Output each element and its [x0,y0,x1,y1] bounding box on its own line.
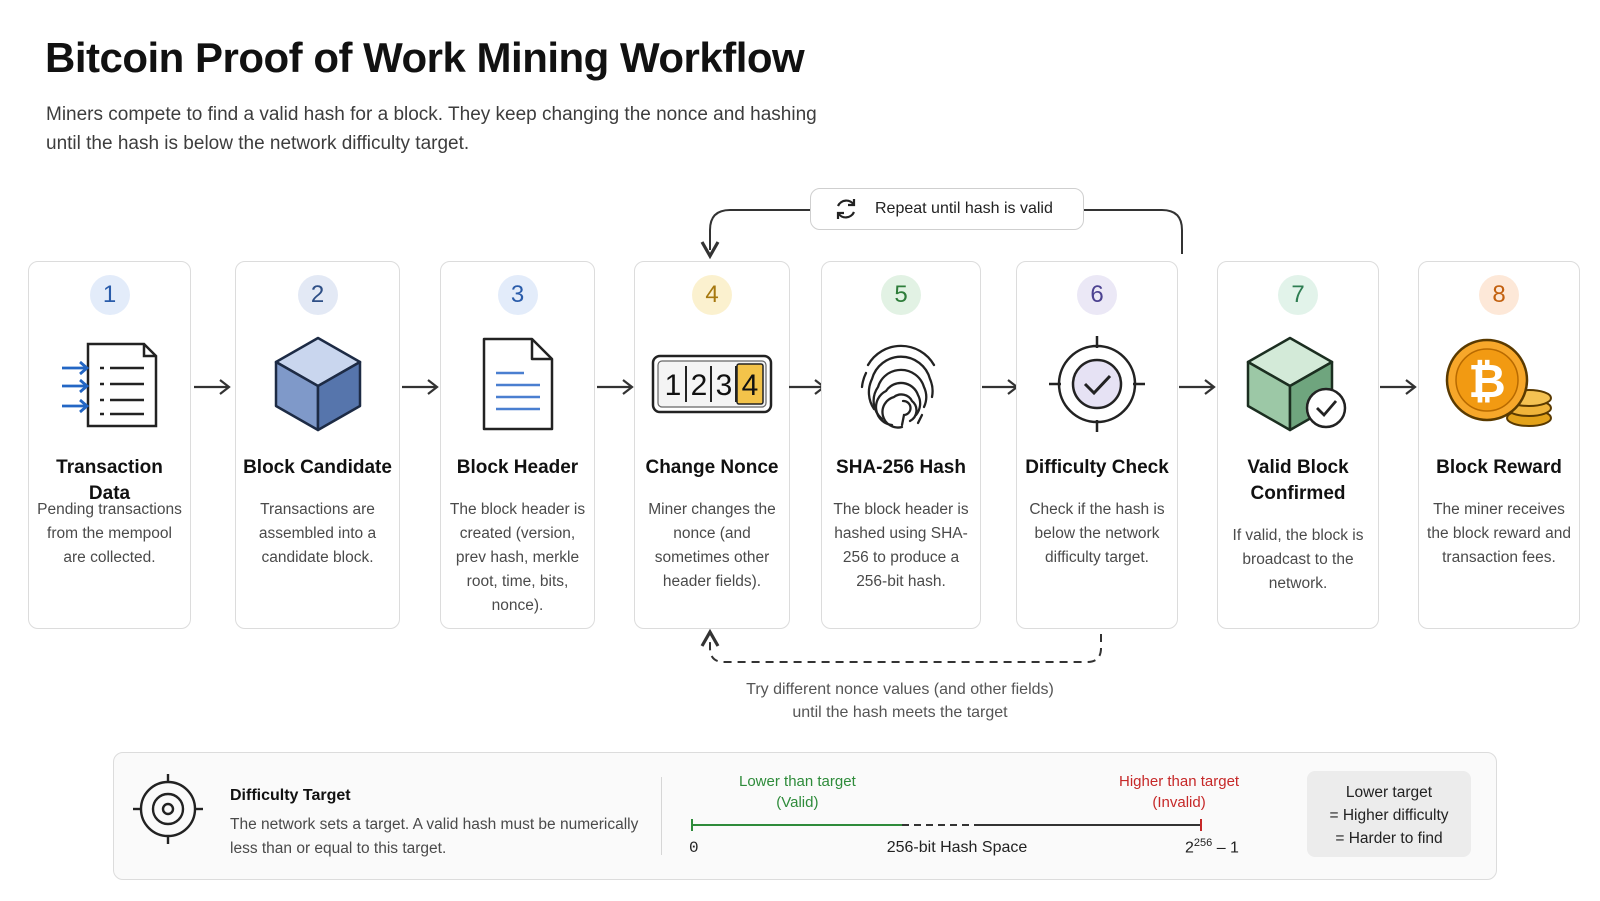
retry-caption-line1: Try different nonce values (and other fi… [746,681,1054,698]
fingerprint-icon [822,334,980,434]
step-description: The block header is created (version, pr… [449,501,586,614]
file-icon [441,334,594,434]
note-line3: = Harder to find [1335,830,1443,847]
axis-max-exponent: 256 [1193,837,1213,849]
valid-range-label-line1: Lower than target [739,773,856,790]
panel-divider [661,777,662,855]
step-name: Change Nonce [645,457,779,478]
step-description: If valid, the block is broadcast to the … [1232,527,1364,592]
page-title: Bitcoin Proof of Work Mining Workflow [45,34,805,81]
axis-middle-label: 256-bit Hash Space [886,839,1028,856]
cube-check-icon [1218,334,1378,434]
difficulty-target-panel: Difficulty Target The network sets a tar… [113,752,1497,880]
step-number-badge: 1 [89,275,130,315]
step-description: Check if the hash is below the network d… [1029,501,1165,566]
step-description: The miner receives the block reward and … [1427,501,1571,566]
step-card-block-candidate: 2 Block Candidate Transactions are assem… [235,261,400,629]
step-name: Block Header [456,457,579,478]
page-subtitle: Miners compete to find a valid hash for … [46,104,817,154]
refresh-icon [831,194,861,224]
valid-range-label-line2: (Valid) [776,794,819,811]
axis-max-suffix: – 1 [1212,839,1239,857]
target-check-icon [1017,334,1177,434]
step-number-badge: 4 [692,275,732,315]
counter-digit: 3 [716,369,733,402]
counter-digit-highlight: 4 [742,369,759,402]
flow-arrow-icon [597,379,634,395]
flow-arrow-icon [402,379,439,395]
step-name: Difficulty Check [1025,457,1169,478]
step-number-badge: 6 [1077,275,1117,315]
step-description: The block header is hashed using SHA-256… [833,501,969,590]
cube-icon [236,334,399,434]
step-card-block-header: 3 Block Header The block header is creat… [440,261,595,629]
axis-max-label: 2256 – 1 [1185,837,1239,857]
counter-digit: 2 [691,369,708,402]
repeat-loop-text: Repeat until hash is valid [875,200,1053,217]
step-name: Block Reward [1436,457,1562,478]
axis-max-base: 2 [1185,839,1194,857]
invalid-range-label-line2: (Invalid) [1152,794,1206,811]
hash-space-axis [691,819,1202,831]
step-card-change-nonce: 4 1 2 3 4 Change Nonce Miner changes the… [634,261,790,629]
valid-range-label: Lower than target (Valid) [739,771,856,813]
step-card-difficulty-check: 6 Difficulty Check Check if the hash is … [1016,261,1178,629]
flow-arrow-icon [194,379,231,395]
flow-arrow-icon [1179,379,1216,395]
flow-arrow-icon [1380,379,1417,395]
difficulty-target-title: Difficulty Target [230,787,351,804]
invalid-range-label: Higher than target (Invalid) [1119,771,1239,813]
step-number-badge: 7 [1278,275,1318,315]
invalid-range-label-line1: Higher than target [1119,773,1240,790]
flow-arrow-icon [982,379,1019,395]
bitcoin-symbol: ₿ [1468,354,1506,408]
step-card-transaction-data: 1 Transaction Data Pending transactions … [28,261,191,629]
difficulty-note-box: Lower target = Higher difficulty = Harde… [1307,771,1471,857]
note-line1: Lower target [1345,784,1433,801]
step-number-badge: 8 [1479,275,1519,315]
step-name: Valid Block Confirmed [1247,457,1349,504]
retry-caption: Try different nonce values (and other fi… [700,678,1100,724]
note-line2: = Higher difficulty [1329,807,1449,824]
step-number-badge: 2 [297,275,338,315]
bitcoin-coins-icon: ₿ [1419,334,1579,434]
crosshair-target-icon [133,774,203,844]
axis-min-label: 0 [689,839,699,857]
retry-caption-line2: until the hash meets the target [792,704,1008,721]
step-name: Transaction Data [56,457,163,504]
step-description: Pending transactions from the mempool ar… [37,501,182,566]
counter-digit: 1 [665,369,682,402]
document-list-icon [29,334,190,434]
repeat-loop-label: Repeat until hash is valid [810,188,1084,230]
counter-icon: 1 2 3 4 [635,334,789,434]
retry-dashed-line [700,628,1102,663]
step-number-badge: 3 [497,275,538,315]
step-card-sha256-hash: 5 SHA-256 Hash The block header is hashe… [821,261,981,629]
step-card-valid-block-confirmed: 7 Valid Block Confirmed If valid, the bl… [1217,261,1379,629]
step-name: Block Candidate [243,457,392,478]
step-card-block-reward: 8 ₿ Block Reward The miner receives the … [1418,261,1580,629]
hash-space-scale: Lower than target (Valid) Higher than ta… [689,753,1269,881]
step-description: Miner changes the nonce (and sometimes o… [648,501,776,590]
step-description: Transactions are assembled into a candid… [258,501,377,566]
step-number-badge: 5 [881,275,921,315]
step-name: SHA-256 Hash [836,457,966,478]
difficulty-target-description: The network sets a target. A valid hash … [230,816,639,857]
